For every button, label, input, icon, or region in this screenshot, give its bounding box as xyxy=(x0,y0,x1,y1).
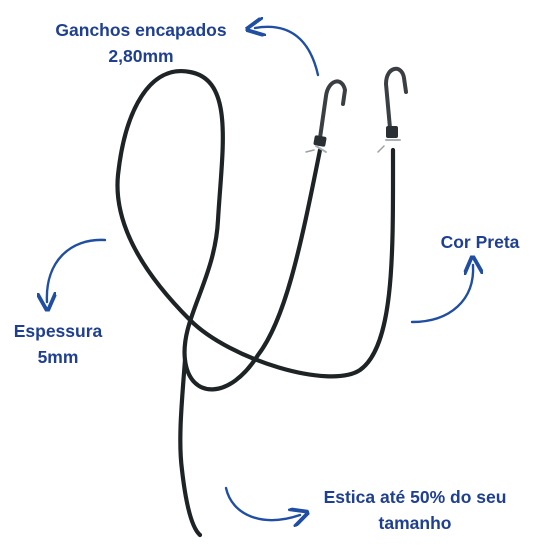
hooks-label: Ganchos encapados 2,80mm xyxy=(22,17,260,69)
color-label-line1: Cor Preta xyxy=(440,232,520,252)
thickness-arrow xyxy=(47,238,107,302)
color-label: Cor Preta xyxy=(420,229,540,255)
color-arrow xyxy=(410,265,473,324)
left-hook xyxy=(305,79,347,153)
right-hook xyxy=(377,67,408,153)
thickness-label-line2: 5mm xyxy=(37,347,79,367)
stretch-label: Estica até 50% do seu tamanho xyxy=(290,484,540,536)
stretch-arrow xyxy=(224,486,300,520)
hooks-label-line2: 2,80mm xyxy=(108,46,174,66)
stretch-label-line2: tamanho xyxy=(378,513,452,533)
stretch-label-line1: Estica até 50% do seu xyxy=(323,487,507,507)
thickness-label-line1: Espessura xyxy=(13,321,103,341)
hooks-arrow xyxy=(255,27,320,77)
thickness-label: Espessura 5mm xyxy=(4,318,112,370)
bungee-cord-loop xyxy=(115,69,396,392)
bungee-cord-crossing xyxy=(178,357,203,538)
hooks-label-line1: Ganchos encapados xyxy=(55,20,227,40)
